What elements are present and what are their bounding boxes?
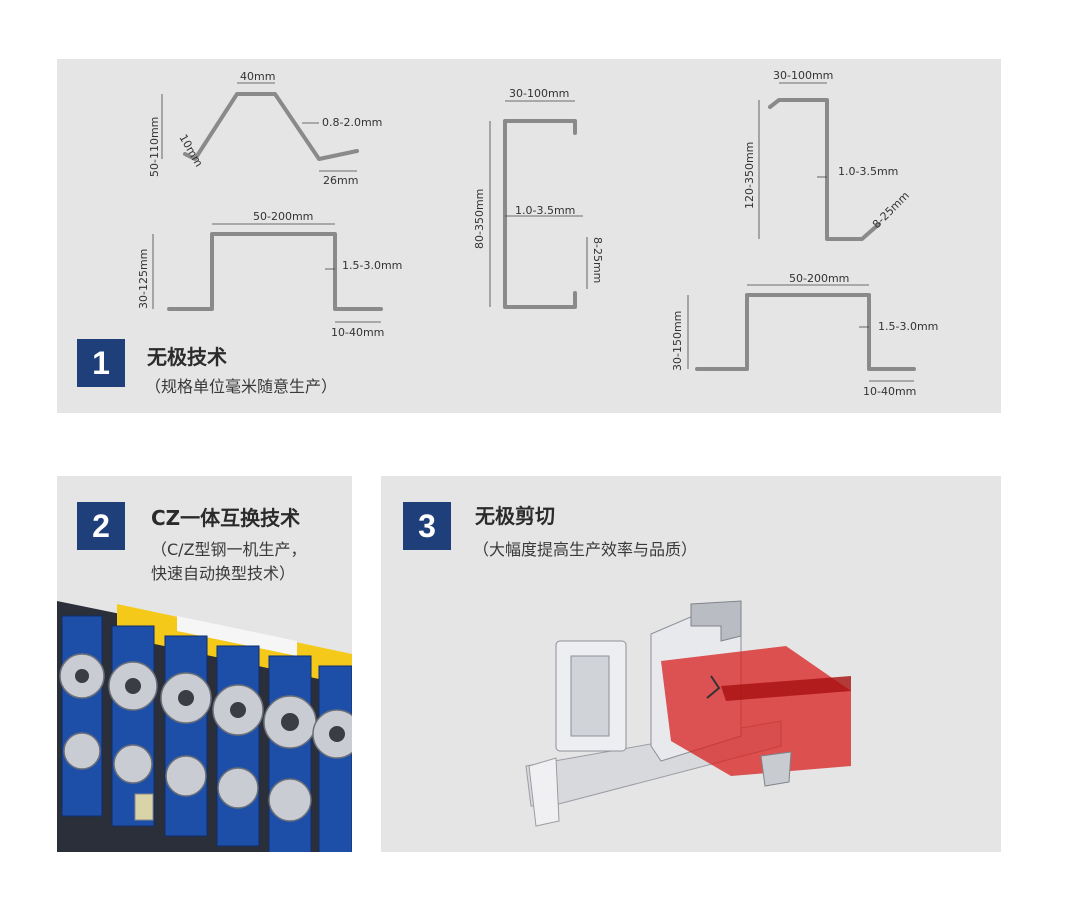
dim-hat2-foot: 10-40mm [863,385,916,398]
trapezoid-profile: 40mm 50-110mm 10mm 0.8-2.0mm 26mm [148,70,382,187]
section-number-badge: 2 [77,502,125,550]
dim-hat2-thickness: 1.5-3.0mm [878,320,938,333]
section-subtitle-line2: 快速自动换型技术） [151,564,296,583]
dim-hat-foot: 10-40mm [331,326,384,339]
dim-hat-width: 50-200mm [253,210,313,223]
dim-hat-thickness: 1.5-3.0mm [342,259,402,272]
dim-hat2-width: 50-200mm [789,272,849,285]
dim-z-lip: 8-25mm [870,189,912,231]
dim-c-lip: 8-25mm [591,237,604,283]
dim-c-thickness: 1.0-3.5mm [515,204,575,217]
panel-cz-interchange: 2 CZ一体互换技术 （C/Z型钢一机生产， 快速自动换型技术） [57,476,352,852]
dim-c-width: 30-100mm [509,87,569,100]
section-title: 无极剪切 [475,504,555,528]
hat-profile: 50-200mm 30-125mm 1.5-3.0mm 10-40mm [137,210,402,339]
panel-profile-specs: 40mm 50-110mm 10mm 0.8-2.0mm 26mm 50-200… [57,59,1001,413]
dim-height: 50-110mm [148,117,161,177]
cutting-unit-image [525,600,851,827]
section-subtitle: （大幅度提高生产效率与品质） [473,540,698,559]
dim-c-height: 80-350mm [473,189,486,249]
z-profile: 30-100mm 120-350mm 1.0-3.5mm 8-25mm [743,69,912,241]
section-subtitle-line1: （C/Z型钢一机生产， [151,540,307,559]
dim-thickness: 0.8-2.0mm [322,116,382,129]
hat2-profile: 50-200mm 30-150mm 1.5-3.0mm 10-40mm [671,272,938,398]
dim-top-width: 40mm [240,70,275,83]
section-number-badge: 3 [403,502,451,550]
c-channel-profile: 30-100mm 80-350mm 1.0-3.5mm 8-25mm [473,87,604,309]
dim-hat2-height: 30-150mm [671,311,684,371]
dim-z-thickness: 1.0-3.5mm [838,165,898,178]
section-subtitle: （规格单位毫米随意生产） [145,377,338,396]
dim-hat-height: 30-125mm [137,249,150,309]
dim-z-width: 30-100mm [773,69,833,82]
dim-z-height: 120-350mm [743,142,756,209]
dim-flange: 26mm [323,174,358,187]
panel-stepless-cutting: 3 无极剪切 （大幅度提高生产效率与品质） [381,476,1001,852]
section-number-badge: 1 [77,339,125,387]
section-title: CZ一体互换技术 [151,506,301,530]
roll-forming-machine-image [57,601,352,852]
section-title: 无极技术 [147,345,227,369]
profile-diagrams: 40mm 50-110mm 10mm 0.8-2.0mm 26mm 50-200… [137,69,938,398]
